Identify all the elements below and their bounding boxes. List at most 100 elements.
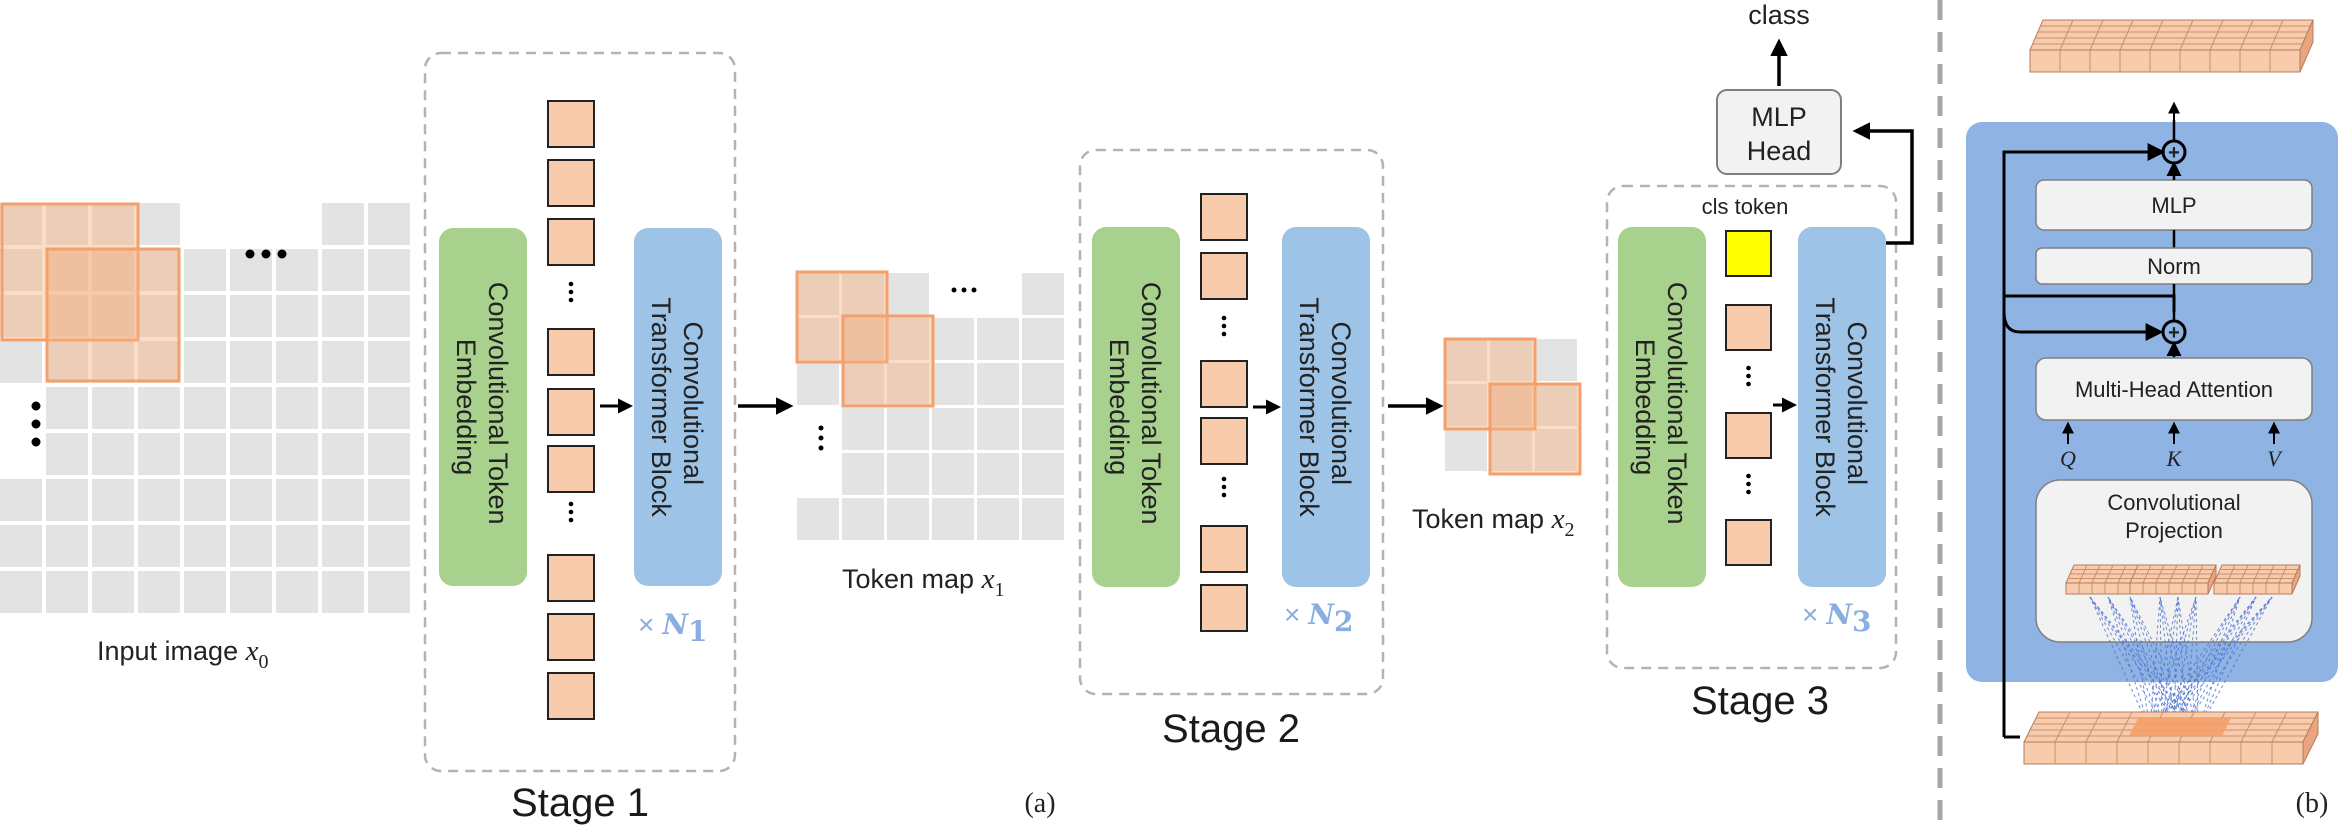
mlp-label: MLP	[2151, 193, 2196, 218]
slab-line	[2271, 711, 2288, 743]
grid-cell	[0, 341, 42, 383]
grid-cell	[1022, 363, 1064, 405]
ellipsis-dot	[1221, 331, 1227, 337]
slab-highlight	[2129, 718, 2231, 736]
grid-cell	[276, 387, 318, 429]
grid-cell	[138, 433, 180, 475]
stage3-title: Stage 3	[1691, 679, 1829, 723]
token-map-1-caption: Token map x1	[842, 563, 1004, 601]
grid-cell	[977, 498, 1019, 540]
projection-line	[2089, 596, 2199, 731]
grid-cell	[977, 318, 1019, 360]
stage2-token-column	[1200, 193, 1248, 632]
ellipsis-dot	[1221, 492, 1227, 498]
projection-line	[2197, 596, 2257, 731]
stage3-transformer-block	[1798, 227, 1886, 587]
grid-cell	[1535, 429, 1577, 471]
mha-label: Multi-Head Attention	[2075, 377, 2273, 402]
stage1-frame	[423, 51, 737, 773]
stage2-title: Stage 2	[1162, 707, 1300, 751]
grid-cell	[842, 498, 884, 540]
stage3-token-column	[1725, 304, 1772, 566]
grid-cell	[184, 341, 226, 383]
ellipsis-dot	[568, 297, 574, 303]
ellipsis-dot	[568, 501, 574, 507]
ellipsis-dot	[1746, 481, 1751, 487]
grid-cell	[92, 525, 134, 567]
slab-line	[2226, 564, 2236, 584]
ellipsis-dot	[568, 517, 574, 523]
grid-cell	[842, 363, 884, 405]
stage2-embedding-label: Convolutional Token Embedding	[1104, 282, 1166, 532]
grid-cell	[138, 525, 180, 567]
ellipsis-dot	[1746, 365, 1751, 371]
slab-line	[2168, 564, 2178, 584]
grid-cell	[368, 433, 410, 475]
slab-line	[2209, 19, 2224, 51]
ellipsis-dot	[1746, 381, 1751, 387]
grid-cell	[322, 433, 364, 475]
stage3-embedding-block	[1618, 227, 1706, 587]
grid-cell	[46, 525, 88, 567]
grid-cell	[1490, 384, 1532, 426]
grid-cell	[977, 453, 1019, 495]
grid-cell	[977, 408, 1019, 450]
conv-projection-box	[2035, 479, 2313, 643]
ellipsis-dot	[1221, 484, 1227, 490]
slab-line	[2239, 19, 2254, 51]
conv-projection-label-2: Projection	[2125, 518, 2223, 543]
stage3-cls-token	[1725, 230, 1772, 277]
grid-cell	[932, 318, 974, 360]
projection-line	[2129, 596, 2151, 731]
grid-cell	[92, 571, 134, 613]
projection-line	[2185, 596, 2257, 725]
projection-line	[2089, 596, 2187, 725]
grid-cell	[230, 571, 272, 613]
slab-front-face	[2029, 49, 2301, 73]
grid-cell	[138, 571, 180, 613]
projection-line	[2107, 596, 2151, 731]
grid-cell	[276, 433, 318, 475]
grid-cell	[368, 571, 410, 613]
grid-cell	[797, 363, 839, 405]
grid-cell	[1022, 498, 1064, 540]
class-label: class	[1748, 0, 1810, 30]
grid-cell	[887, 363, 929, 405]
grid-cell	[0, 249, 42, 291]
token	[1725, 304, 1772, 351]
grid-cell	[92, 249, 134, 291]
slab-line	[2149, 19, 2164, 51]
slab-line	[2119, 19, 2134, 51]
ellipsis-dot	[568, 289, 574, 295]
add-symbol-bottom: +	[2168, 322, 2180, 344]
projection-line	[2159, 596, 2175, 721]
grid-cell	[230, 433, 272, 475]
output-token-slab	[2029, 19, 2314, 73]
projection-line	[2173, 596, 2241, 721]
grid-cell	[184, 571, 226, 613]
stage1-title: Stage 1	[511, 781, 649, 825]
projection-line	[2149, 596, 2257, 731]
grid-cell	[842, 318, 884, 360]
grid-cell	[797, 318, 839, 360]
grid-cell	[1490, 339, 1532, 381]
grid-cell	[46, 249, 88, 291]
grid-cell	[1022, 453, 1064, 495]
grid-cell	[887, 498, 929, 540]
k-label: K	[2166, 446, 2183, 471]
grid-cell	[230, 295, 272, 337]
grid-cell	[0, 295, 42, 337]
stage1-token-column	[547, 100, 595, 720]
projection-line	[2185, 596, 2273, 725]
token	[1725, 412, 1772, 459]
grid-cell	[0, 571, 42, 613]
grid-cell	[0, 525, 42, 567]
slab-line	[2059, 19, 2074, 51]
grid-cell	[276, 341, 318, 383]
grid-cell	[887, 453, 929, 495]
input-image-ellipsis-h	[245, 249, 287, 259]
grid-cell	[887, 273, 929, 315]
grid-cell	[276, 571, 318, 613]
projection-slab-v	[2213, 564, 2301, 595]
grid-cell	[0, 203, 42, 245]
